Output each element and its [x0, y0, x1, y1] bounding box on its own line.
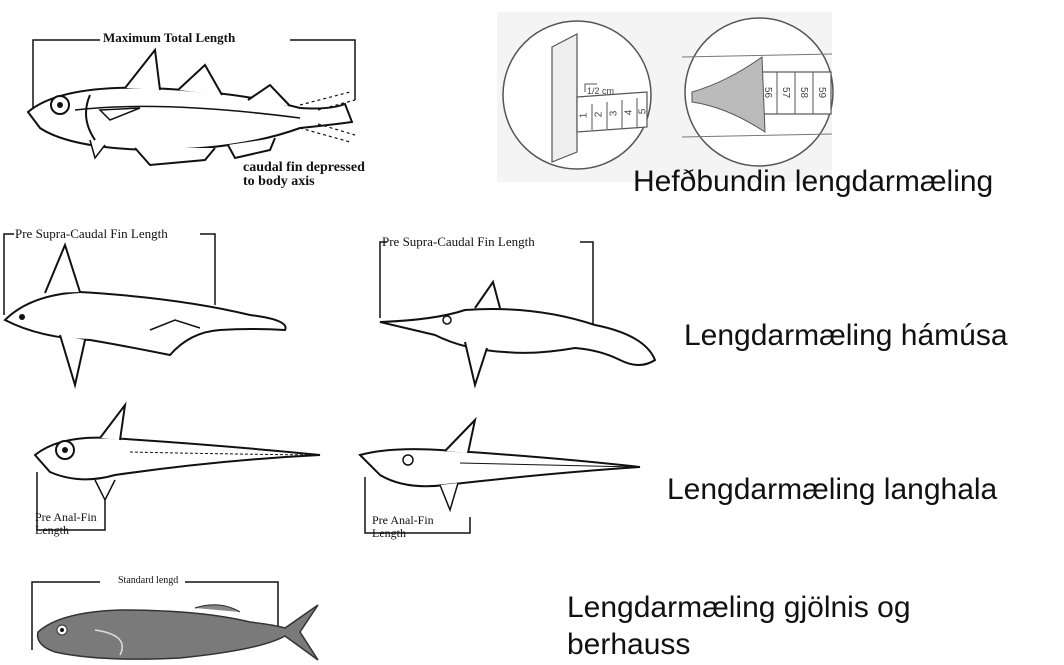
- cod-total-length-figure: Maximum Total Length caudal fin depresse…: [0, 0, 400, 205]
- ruler-tick-4: 4: [623, 110, 634, 116]
- ruler-tick-5: 5: [637, 109, 648, 115]
- grenadier-left-label-line2: Length: [35, 523, 69, 538]
- chimaera-left-illustration: [0, 220, 310, 400]
- label-standard-measurement: Hefðbundin lengdarmæling: [633, 164, 993, 200]
- chimaera-right-title: Pre Supra-Caudal Fin Length: [382, 234, 535, 250]
- grenadier-left-figure: Pre Anal-Fin Length: [20, 400, 340, 540]
- chimaera-left-figure: Pre Supra-Caudal Fin Length: [0, 220, 310, 400]
- label-lumpfish-measurement-line2: berhauss: [567, 627, 690, 663]
- ruler-tail-tick-59: 59: [816, 87, 827, 98]
- grenadier-right-figure: Pre Anal-Fin Length: [350, 415, 650, 550]
- caudal-note-line2: to body axis: [243, 174, 315, 190]
- ruler-figure: 1/2 cm 1 2 3 4 5 56 57 58 59: [497, 12, 832, 182]
- standard-length-title: Standard lengd: [118, 575, 178, 586]
- lumpfish-figure: Standard lengd: [0, 570, 330, 665]
- ruler-tick-2: 2: [593, 112, 604, 118]
- label-lumpfish-measurement-line1: Lengdarmæling gjölnis og: [567, 590, 911, 626]
- label-chimaera-measurement: Lengdarmæling hámúsa: [684, 318, 1008, 354]
- chimaera-right-illustration: [375, 230, 665, 390]
- half-cm-label: 1/2 cm: [587, 86, 614, 96]
- max-total-length-title: Maximum Total Length: [103, 30, 235, 46]
- ruler-tick-1: 1: [578, 113, 589, 119]
- chimaera-right-figure: Pre Supra-Caudal Fin Length: [375, 230, 665, 390]
- label-grenadier-measurement: Lengdarmæling langhala: [667, 472, 997, 508]
- chimaera-left-title: Pre Supra-Caudal Fin Length: [15, 226, 168, 242]
- ruler-tail-tick-56: 56: [762, 87, 773, 98]
- grenadier-right-label-line2: Length: [372, 526, 406, 541]
- ruler-tick-3: 3: [608, 111, 619, 117]
- ruler-tail-tick-57: 57: [780, 87, 791, 98]
- ruler-tail-tick-58: 58: [798, 87, 809, 98]
